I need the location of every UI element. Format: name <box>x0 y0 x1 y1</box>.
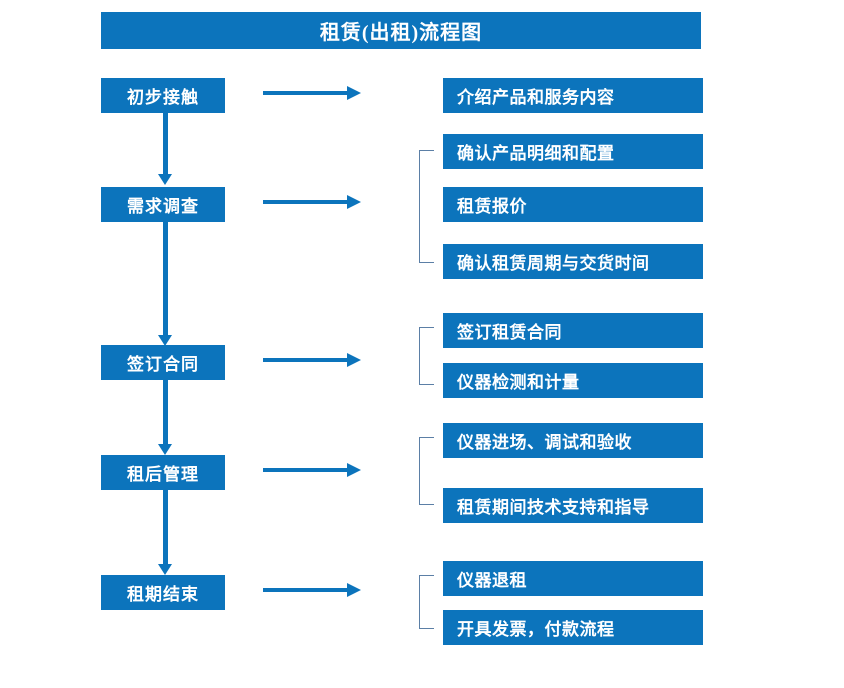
right-arrow-icon-4 <box>263 463 361 477</box>
group-bracket-5 <box>419 575 434 629</box>
stage-box-1[interactable]: 初步接触 <box>101 78 225 113</box>
detail-box-2-2[interactable]: 租赁报价 <box>443 187 703 222</box>
arrow-shaft <box>263 468 347 472</box>
page-title: 租赁(出租)流程图 <box>101 12 701 49</box>
detail-box-5-2[interactable]: 开具发票，付款流程 <box>443 610 703 645</box>
down-arrow-icon-4 <box>158 490 172 575</box>
arrow-shaft <box>163 113 168 174</box>
detail-box-4-2[interactable]: 租赁期间技术支持和指导 <box>443 488 703 523</box>
stage-box-5[interactable]: 租期结束 <box>101 575 225 610</box>
detail-box-3-1[interactable]: 签订租赁合同 <box>443 313 703 348</box>
stage-box-3[interactable]: 签订合同 <box>101 345 225 380</box>
detail-box-5-1[interactable]: 仪器退租 <box>443 561 703 596</box>
detail-box-2-3[interactable]: 确认租赁周期与交货时间 <box>443 244 703 279</box>
right-arrow-icon-1 <box>263 86 361 100</box>
arrow-head <box>158 335 172 346</box>
arrow-shaft <box>263 588 347 592</box>
detail-box-3-2[interactable]: 仪器检测和计量 <box>443 363 703 398</box>
group-bracket-3 <box>419 327 434 385</box>
arrow-head <box>347 463 361 477</box>
arrow-head <box>158 444 172 455</box>
right-arrow-icon-2 <box>263 195 361 209</box>
group-bracket-4 <box>419 437 434 505</box>
group-bracket-2 <box>419 150 434 263</box>
right-arrow-icon-5 <box>263 583 361 597</box>
arrow-head <box>158 564 172 575</box>
arrow-head <box>347 583 361 597</box>
arrow-head <box>158 174 172 185</box>
down-arrow-icon-3 <box>158 380 172 455</box>
detail-box-4-1[interactable]: 仪器进场、调试和验收 <box>443 423 703 458</box>
arrow-shaft <box>163 222 168 335</box>
arrow-head <box>347 353 361 367</box>
arrow-head <box>347 86 361 100</box>
arrow-shaft <box>263 200 347 204</box>
arrow-shaft <box>163 490 168 564</box>
arrow-shaft <box>163 380 168 444</box>
arrow-shaft <box>263 358 347 362</box>
down-arrow-icon-2 <box>158 222 172 346</box>
detail-box-2-1[interactable]: 确认产品明细和配置 <box>443 134 703 169</box>
arrow-head <box>347 195 361 209</box>
down-arrow-icon-1 <box>158 113 172 185</box>
arrow-shaft <box>263 91 347 95</box>
right-arrow-icon-3 <box>263 353 361 367</box>
detail-box-1-1[interactable]: 介绍产品和服务内容 <box>443 78 703 113</box>
stage-box-4[interactable]: 租后管理 <box>101 455 225 490</box>
stage-box-2[interactable]: 需求调查 <box>101 187 225 222</box>
